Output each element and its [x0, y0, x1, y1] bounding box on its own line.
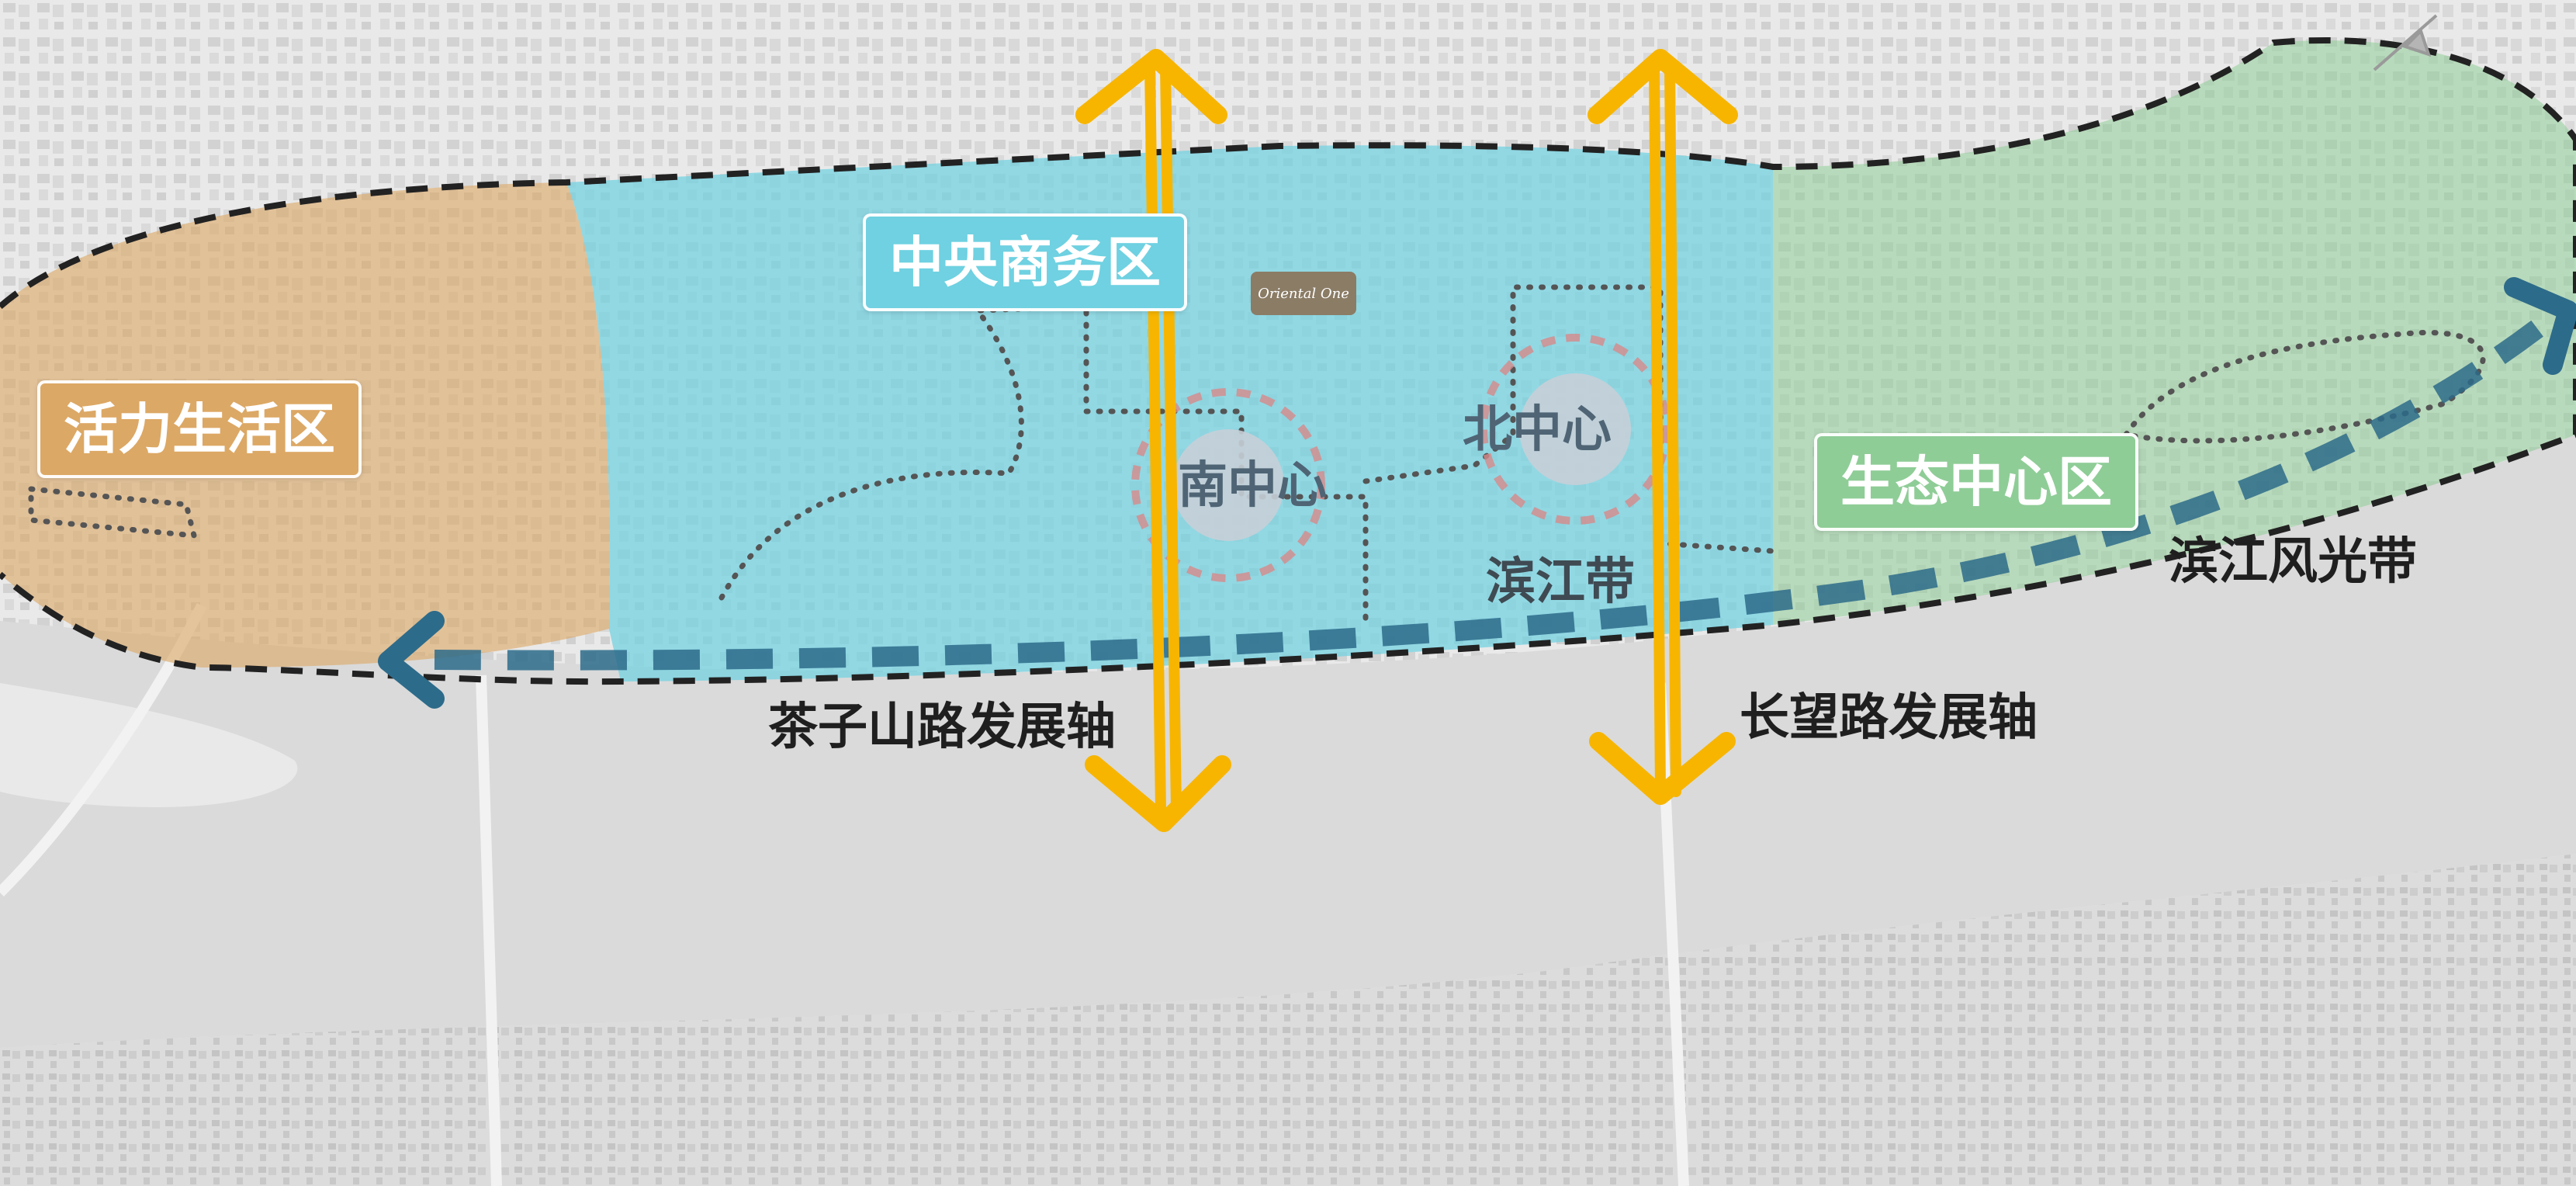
chazishan-axis-label: 茶子山路发展轴	[768, 699, 1116, 756]
riverside-belt	[434, 302, 2567, 671]
north-center-ring	[1480, 334, 1671, 525]
bridge-west	[476, 674, 502, 1186]
zone-label-vitality: 活力生活区	[37, 380, 362, 478]
compass-icon	[2373, 14, 2438, 71]
river-sandbar	[0, 683, 298, 807]
arrow-left-icon	[378, 611, 445, 709]
riverside-belt-label: 滨江带	[1486, 553, 1635, 611]
arrow-down-icon	[1085, 755, 1231, 832]
scenic-belt-label: 滨江风光带	[2169, 533, 2417, 591]
axis-chaziShan	[1075, 49, 1231, 832]
south-center-ring	[1131, 388, 1325, 582]
district-boundary	[0, 36, 2576, 685]
arrow-up-icon	[1075, 49, 1227, 124]
zone-label-cbd: 中央商务区	[863, 213, 1187, 311]
south-bank	[0, 854, 2576, 1186]
arrow-down-icon	[1589, 732, 1736, 805]
north-center-label: 北中心	[1463, 401, 1612, 459]
arrow-right-icon	[2504, 277, 2576, 375]
south-center-label: 南中心	[1178, 457, 1327, 515]
arrow-up-icon	[1587, 49, 1738, 124]
axis-changwang	[1587, 49, 1738, 805]
river	[0, 435, 2576, 1048]
changwang-axis-label: 长望路发展轴	[1740, 689, 2038, 747]
zone-label-eco: 生态中心区	[1814, 433, 2138, 531]
project-logo: Oriental One	[1251, 272, 1356, 315]
